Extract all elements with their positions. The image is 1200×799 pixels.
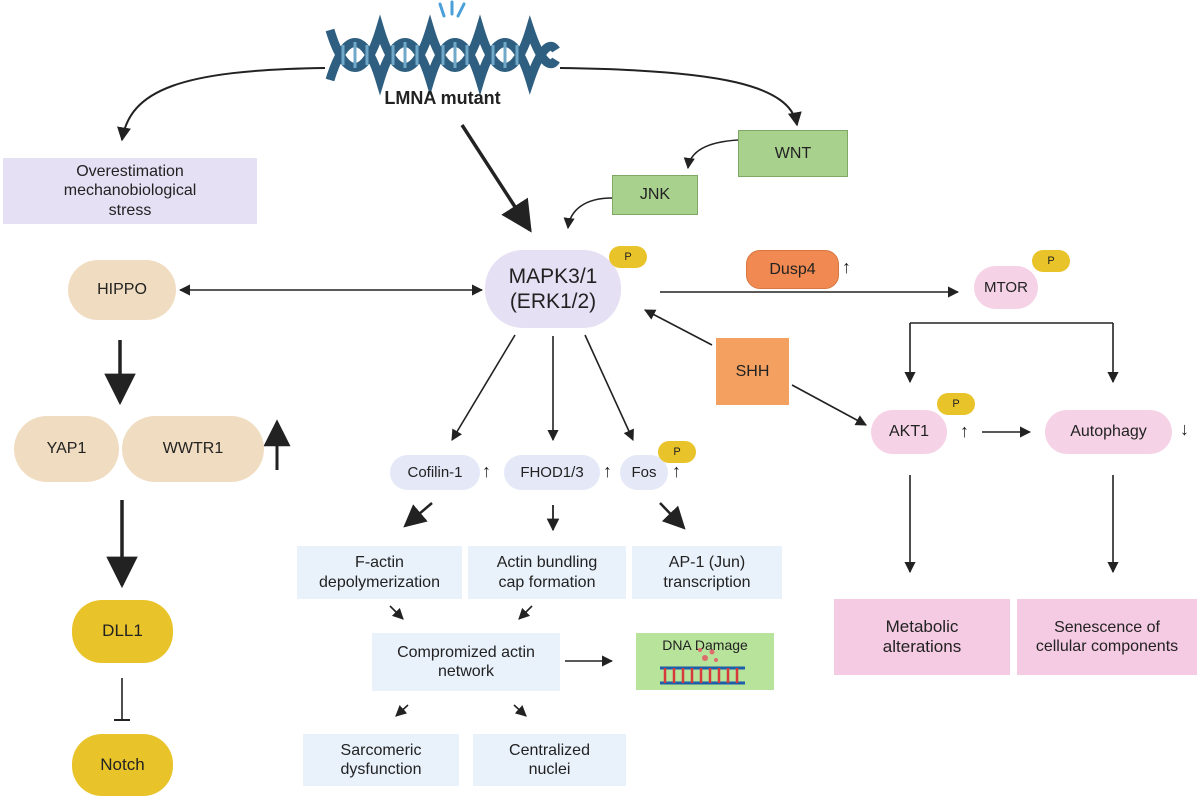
akt1-phospho-badge: P [937,393,975,415]
metabolic-node: Metabolic alterations [834,599,1010,675]
hippo-node: HIPPO [68,260,176,320]
cofilin-up-icon: ↑ [482,461,491,481]
wnt-node: WNT [738,130,848,177]
bundling-node: Actin bundling cap formation [468,546,626,599]
nuclei-node: Centralized nuclei [473,734,626,786]
dna-icon [325,0,560,96]
yap1-node: YAP1 [14,416,119,482]
factin-node: F-actin depolymerization [297,546,462,599]
fos-phospho-badge: P [658,441,696,463]
ap1-node: AP-1 (Jun) transcription [632,546,782,599]
mapk-node: MAPK3/1 (ERK1/2) [485,250,621,328]
mtor-phospho-badge: P [1032,250,1070,272]
dll1-node: DLL1 [72,600,173,663]
mtor-node: MTOR [974,266,1038,309]
stress-node: Overestimation mechanobiological stress [3,158,257,224]
jnk-node: JNK [612,175,698,215]
shh-node: SHH [716,338,789,405]
akt1-up-icon: ↑ [960,421,969,441]
dusp4-node: Dusp4 [746,250,839,289]
autophagy-down-icon: ↓ [1180,419,1189,439]
akt1-node: AKT1 [871,410,947,454]
senescence-node: Senescence of cellular components [1017,599,1197,675]
fos-up-icon: ↑ [672,461,681,481]
fhod-node: FHOD1/3 [504,455,600,490]
autophagy-node: Autophagy [1045,410,1172,454]
dusp4-up-icon: ↑ [842,257,851,277]
dna-damage-icon [660,648,745,685]
fos-node: Fos [620,455,668,490]
notch-node: Notch [72,734,173,796]
compromised-node: Compromized actin network [372,633,560,691]
mapk-phospho-badge: P [609,246,647,268]
sarcomeric-node: Sarcomeric dysfunction [303,734,459,786]
cofilin-node: Cofilin-1 [390,455,480,490]
lmna-mutant-label: LMNA mutant [384,88,501,108]
wwtr1-node: WWTR1 [122,416,264,482]
fhod-up-icon: ↑ [603,461,612,481]
